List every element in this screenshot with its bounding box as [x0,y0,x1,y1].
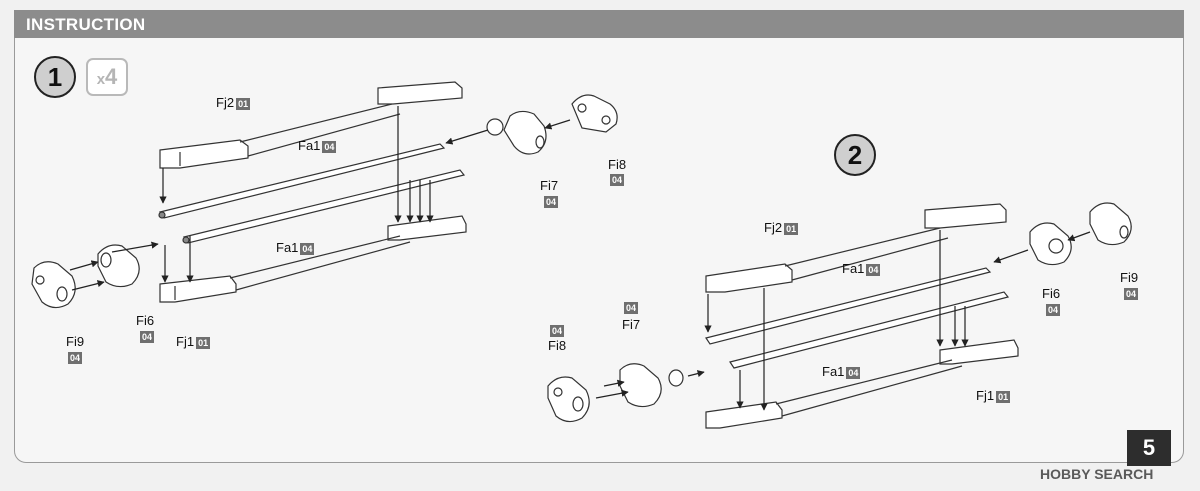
step-1-part-fi6 [97,244,140,288]
step-2-part-fj1 [705,339,1019,429]
step-1-quantity-badge: x4 [86,58,128,96]
step-2-part-fi9 [1089,202,1132,246]
step-1-part-fj1 [159,215,467,303]
tag-fi7-step2: 04 [624,302,639,314]
step-2-part-fa1-low [729,291,1010,369]
label-fi7-step2: Fi7 [622,317,641,332]
step-1-part-fi9 [31,261,76,309]
step-1-part-fa1-top [158,143,446,219]
page-number: 5 [1127,430,1171,466]
tag-fi9-step2: 04 [1124,288,1139,300]
tag-fi6-step2: 04 [1046,304,1061,316]
watermark: HOBBY SEARCH [1040,466,1154,482]
label-fi9: Fi9 [66,334,85,349]
tag-fi8: 04 [610,174,625,186]
header-title: INSTRUCTION [26,15,146,34]
step-1-part-fj2 [159,81,463,169]
label-fi6: Fi6 [136,313,155,328]
tag-fi7: 04 [544,196,559,208]
label-fi6-step2: Fi6 [1042,286,1061,301]
label-fi8: Fi8 [608,157,627,172]
step-2-part-fi8 [547,376,590,423]
label-fi8-step2: Fi8 [548,338,567,353]
instruction-header: INSTRUCTION [14,10,1184,38]
step-1-part-fa1-mid [182,169,466,244]
tag-fi6: 04 [140,331,155,343]
step-1-part-fi7 [486,110,547,155]
step-2-part-fa1-top [705,267,992,345]
step-2-part-fj2 [705,203,1007,293]
step-1-number: 1 [34,56,76,98]
label-fi7: Fi7 [540,178,559,193]
step-2-part-fi7 [619,363,684,408]
tag-fi8-step2: 04 [550,325,565,337]
tag-fi9: 04 [68,352,83,364]
step-2-number: 2 [834,134,876,176]
step-1-part-fi8 [571,94,618,133]
label-fi9-step2: Fi9 [1120,270,1139,285]
step-2-part-fi6 [1029,222,1072,266]
